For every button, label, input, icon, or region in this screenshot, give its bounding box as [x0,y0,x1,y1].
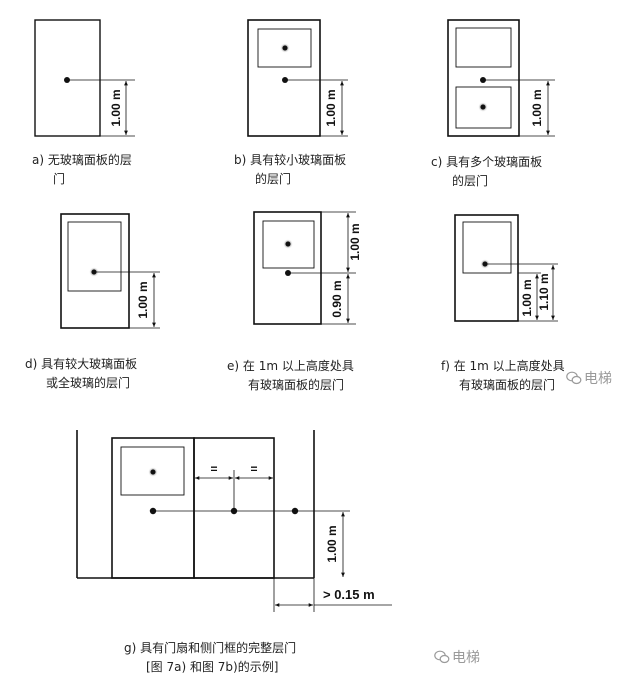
caption-c: c) 具有多个玻璃面板 的层门 [431,153,542,191]
door-e-frame [253,211,322,325]
door-g: = = 1.00 m > 0.15 m [76,430,392,612]
door-g-equal-label-left: = [210,462,217,476]
door-f-outer-dim-label: 1.10 m [537,273,551,310]
door-g-equal-label-right: = [250,462,257,476]
door-a-dim-label: 1.00 m [109,89,123,126]
door-e-glass-point [283,239,293,249]
caption-g-line2: [图 7a) 和图 7b)的示例] [146,660,279,674]
caption-e-line2: 有玻璃面板的层门 [248,378,345,392]
caption-g-line1: g) 具有门扇和侧门框的完整层门 [124,641,297,655]
door-c-glass-panel-upper [455,27,512,68]
door-b-glass-panel [257,28,312,68]
caption-b-line1: b) 具有较小玻璃面板 [234,153,347,167]
caption-a-line2: 门 [53,172,66,186]
door-f-frame [454,214,519,322]
caption-d-line2: 或全玻璃的层门 [46,376,131,390]
watermark-lower: 电梯 [452,650,480,666]
caption-c-line2: 的层门 [452,174,489,188]
door-b-glass-point [280,43,290,53]
watermark-upper-wechat-logo-icon [566,371,582,385]
caption-c-line1: c) 具有多个玻璃面板 [431,155,543,169]
door-a-frame [34,19,101,137]
caption-d: d) 具有较大玻璃面板 或全玻璃的层门 [25,355,137,393]
door-b-dim-label: 1.00 m [324,89,338,126]
caption-f-line1: f) 在 1m 以上高度处具 [441,359,565,373]
caption-e-line1: e) 在 1m 以上高度处具 [227,359,354,373]
door-e-glass-panel [262,220,315,269]
door-d-glass-panel [67,221,122,292]
caption-a-line1: a) 无玻璃面板的层 [32,153,132,167]
door-c-frame [447,19,520,137]
door-g-glass-point [148,467,158,477]
door-c: 1.00 m [447,19,555,137]
door-c-glass-panel-lower [455,86,512,129]
door-f-inner-dim-label: 1.00 m [520,279,534,316]
door-d-dim-label: 1.00 m [136,281,150,318]
caption-b-line2: 的层门 [255,172,292,186]
caption-e: e) 在 1m 以上高度处具 有玻璃面板的层门 [227,357,354,395]
door-f: 1.00 m 1.10 m [454,214,558,322]
door-e: 1.00 m 0.90 m [253,211,362,325]
caption-g: g) 具有门扇和侧门框的完整层门 [图 7a) 和图 7b)的示例] [124,639,296,677]
door-g-offset-label: > 0.15 m [323,587,375,602]
door-g-side-frame [193,437,275,579]
caption-f-line2: 有玻璃面板的层门 [459,378,556,392]
watermark-upper: 电梯 [584,371,612,387]
door-c-glass-point [478,102,488,112]
caption-b: b) 具有较小玻璃面板 的层门 [234,151,346,189]
caption-d-line1: d) 具有较大玻璃面板 [25,357,138,371]
door-b-frame [247,19,321,137]
caption-f: f) 在 1m 以上高度处具 有玻璃面板的层门 [441,357,565,395]
door-e-upper-dim-label: 1.00 m [348,223,362,260]
door-d-frame [60,213,130,329]
caption-a: a) 无玻璃面板的层 门 [32,151,132,189]
door-e-lower-dim-label: 0.90 m [330,280,344,317]
watermark-lower-wechat-logo-icon [434,650,450,664]
door-g-height-dim-label: 1.00 m [325,525,339,562]
door-c-dim-label: 1.00 m [530,89,544,126]
door-g-glass-panel [120,446,185,496]
door-f-glass-panel [462,221,512,274]
door-b: 1.00 m [247,19,348,137]
door-a: 1.00 m [34,19,135,137]
door-d: 1.00 m [60,213,160,329]
